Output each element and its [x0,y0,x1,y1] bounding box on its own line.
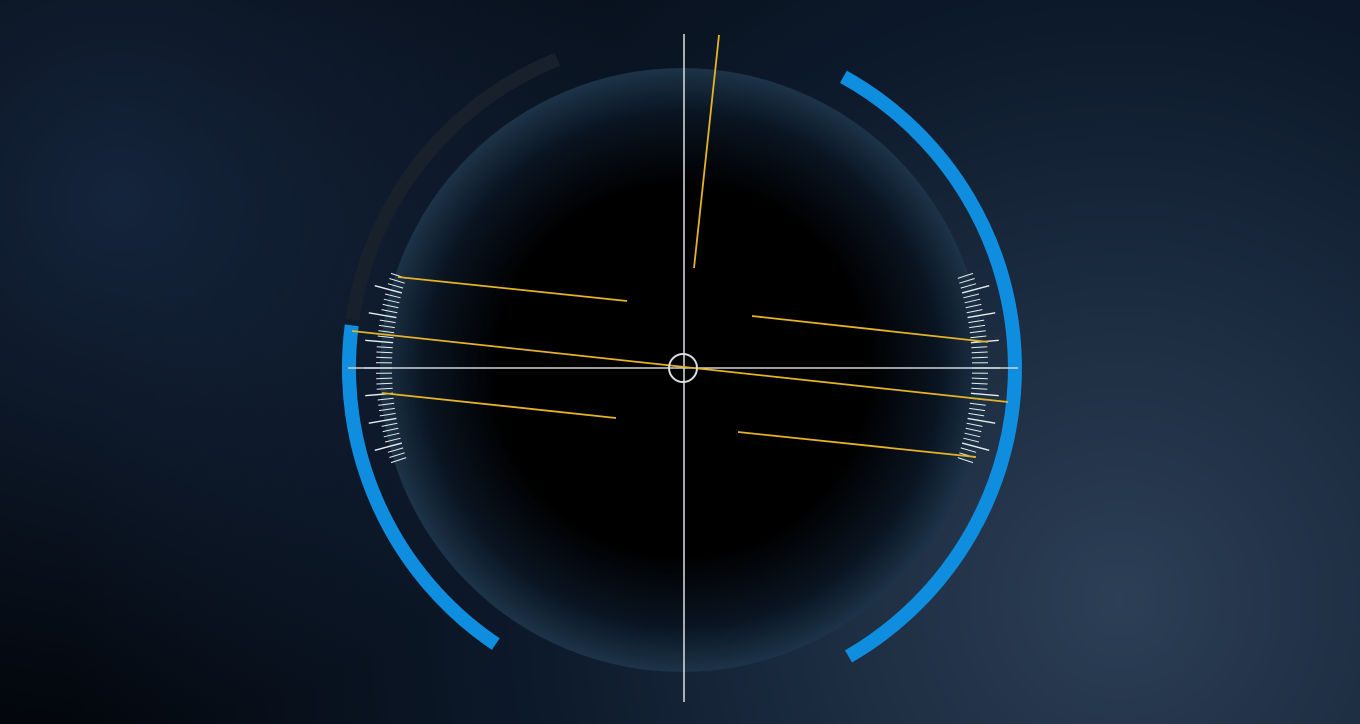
left-scale-tick [374,285,403,294]
right-scale-tick [964,298,981,304]
guide-line-lower-right [737,431,977,458]
guide-line-main-axis [351,330,1009,403]
right-scale-tick [965,427,982,433]
left-scale-tick [377,335,394,339]
right-scale-tick [959,278,975,284]
right-scale-tick [961,285,990,294]
left-scale-tick [382,303,399,309]
guide-line-upper-right [751,315,989,343]
left-scale-tick [378,330,395,334]
left-scale-tick [390,457,407,464]
right-scale-tick [970,392,999,397]
right-scale-tick [971,387,988,390]
right-scale-tick [964,432,981,438]
right-scale-tick [961,442,990,451]
left-scale-tick [389,452,405,458]
left-scale-tick [365,339,394,344]
left-scale-tick [376,346,393,349]
left-scale-tick [383,298,400,304]
right-scale-tick [970,335,987,339]
left-scale-tick [376,377,393,380]
guide-line-vertical [693,34,720,269]
right-scale-tick [971,351,988,354]
reticle-center-icon[interactable] [668,353,698,383]
left-level-arc [341,324,500,650]
guide-line-upper-left [397,276,628,302]
left-scale-tick [376,387,393,390]
right-scale-tick [960,283,977,289]
right-scale-tick [971,346,988,349]
lens-disc [380,68,984,672]
right-scale-tick [966,309,983,314]
left-scale-tick [382,427,399,433]
left-scale-tick [384,293,401,299]
right-scale-tick [963,293,980,299]
left-scale-tick [376,351,393,354]
left-scale-tick [374,442,403,451]
right-level-arc [839,70,1022,663]
left-scale-tick [387,447,404,453]
left-scale-tick [383,432,400,438]
right-scale-tick [969,407,986,412]
right-scale-tick [965,303,982,309]
right-scale-tick [969,324,986,329]
left-scale-tick [378,324,395,329]
right-scale-tick [967,312,996,319]
guide-line-lower-left [381,392,617,419]
left-scale-tick [376,356,393,359]
inactive-ring-segment [345,52,560,321]
right-scale-tick [963,437,980,443]
right-scale-tick [971,356,988,359]
left-scale-tick [387,283,404,289]
left-scale-tick [378,407,395,412]
right-scale-tick [966,422,983,427]
right-scale-tick [971,377,988,380]
right-scale-tick [957,272,974,279]
right-scale-tick [969,330,986,334]
left-scale-tick [389,278,405,284]
left-scale-tick [379,319,396,324]
left-scale-tick [376,382,393,385]
right-scale-tick [971,382,988,385]
left-tick-scale [364,272,407,464]
right-scale-tick [969,402,986,406]
left-scale-tick [368,312,397,319]
left-scale-tick [384,437,401,443]
left-scale-tick [378,402,395,406]
left-scale-tick [381,309,398,314]
right-scale-tick [957,457,974,464]
right-scale-tick [960,447,977,453]
right-scale-tick [967,417,996,424]
right-scale-tick [968,319,985,324]
left-scale-tick [381,422,398,427]
left-scale-tick [379,412,396,417]
left-scale-tick [377,397,394,401]
left-scale-tick [368,417,397,424]
right-scale-tick [968,412,985,417]
